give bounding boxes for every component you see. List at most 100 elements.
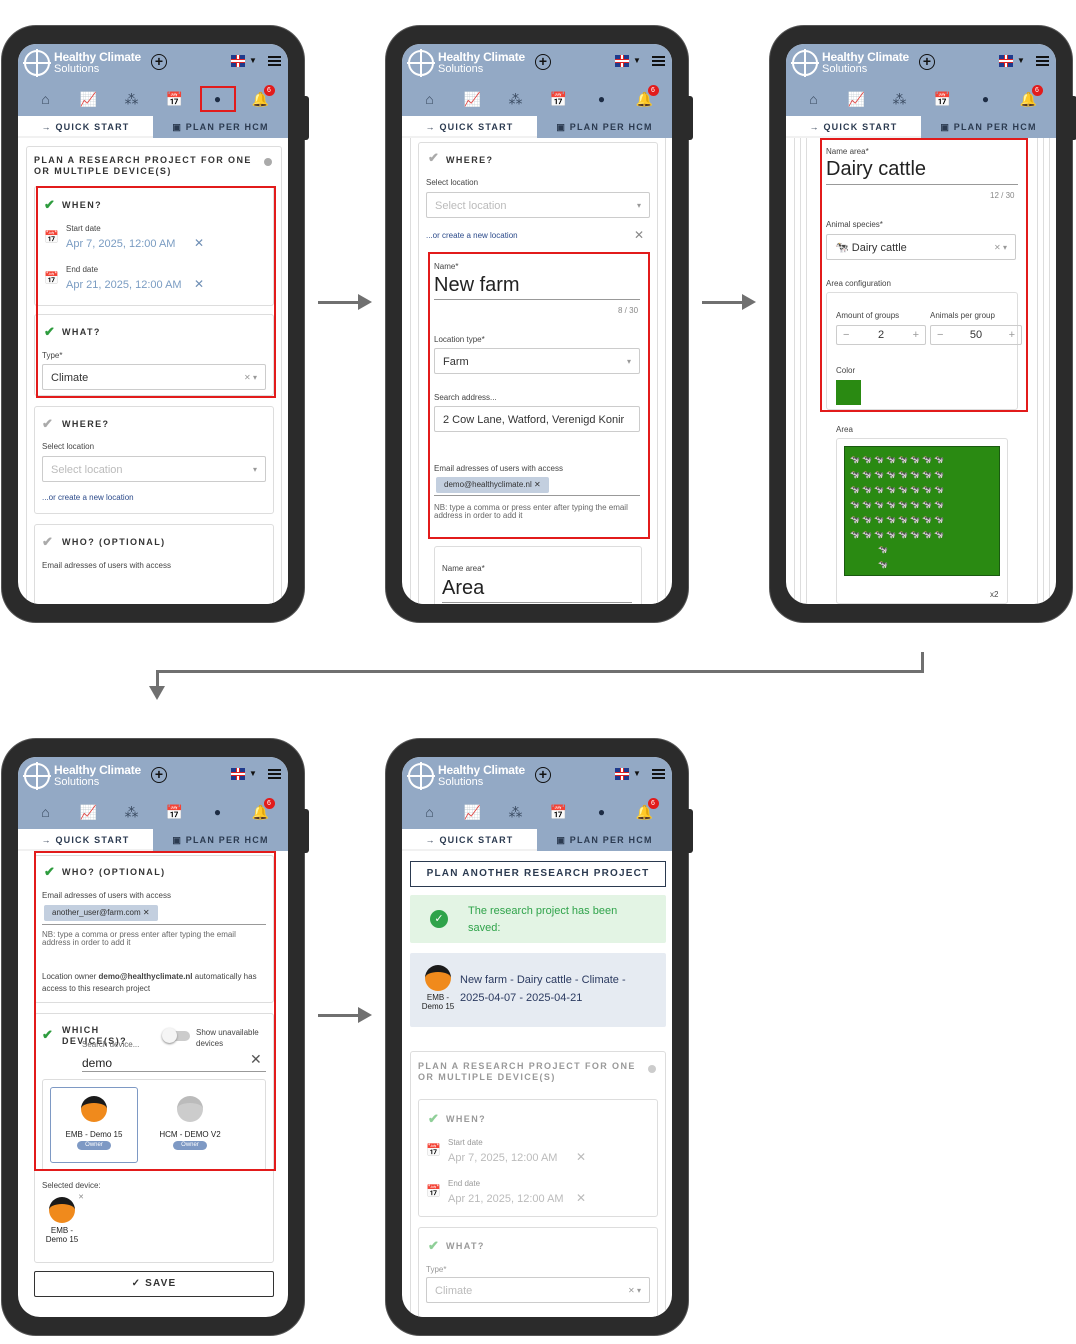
save-button[interactable]: ✓ SAVE (34, 1271, 274, 1297)
color-swatch[interactable] (836, 380, 861, 405)
create-location-link[interactable]: ...or create a new location (42, 493, 134, 502)
groups-stepper[interactable]: −2+ (836, 325, 926, 345)
calendar-icon[interactable]: 📅 (165, 90, 184, 107)
tab-quick-start[interactable]: → QUICK START (18, 829, 153, 851)
clear-icon[interactable]: ✕ (250, 1051, 262, 1067)
email-chip[interactable]: demo@healthyclimate.nl ✕ (436, 477, 549, 493)
end-date-input[interactable]: Apr 21, 2025, 12:00 AM (448, 1193, 564, 1205)
show-unavailable-toggle[interactable] (162, 1028, 190, 1043)
tab-quick-start[interactable]: → QUICK START (402, 116, 537, 138)
address-input[interactable]: 2 Cow Lane, Watford, Verenigd Konir (434, 406, 640, 432)
calendar-icon[interactable]: 📅 (549, 90, 568, 107)
chevron-down-icon[interactable]: ▼ (1017, 56, 1025, 65)
add-icon[interactable]: + (151, 54, 167, 70)
add-icon[interactable]: + (151, 767, 167, 783)
tab-plan-per-hcm[interactable]: ▣ PLAN PER HCM (921, 116, 1056, 138)
device-icon[interactable]: ● (597, 805, 606, 819)
bell-icon[interactable]: 🔔6 (249, 797, 275, 821)
chart-icon[interactable]: 📈 (463, 803, 482, 820)
bell-icon[interactable]: 🔔6 (249, 84, 275, 108)
calendar-icon[interactable]: 📅 (549, 803, 568, 820)
location-type-select[interactable]: Farm▾ (434, 348, 640, 374)
clear-icon[interactable]: ✕ (194, 277, 205, 291)
start-date-input[interactable]: Apr 7, 2025, 12:00 AM (66, 238, 176, 250)
calendar-icon[interactable]: 📅 (426, 1143, 441, 1157)
uk-flag-icon[interactable] (615, 768, 629, 780)
chevron-down-icon[interactable]: ▼ (249, 56, 257, 65)
plan-another-button[interactable]: PLAN ANOTHER RESEARCH PROJECT (410, 861, 666, 887)
menu-icon[interactable] (652, 769, 665, 779)
area-name-input[interactable]: Dairy cattle (826, 158, 927, 180)
bell-icon[interactable]: 🔔6 (633, 797, 659, 821)
bell-icon[interactable]: 🔔6 (633, 84, 659, 108)
network-icon[interactable]: ⁂ (124, 803, 139, 820)
menu-icon[interactable] (1036, 56, 1049, 66)
chart-icon[interactable]: 📈 (79, 803, 98, 820)
bell-icon[interactable]: 🔔6 (1017, 84, 1043, 108)
farm-icon[interactable]: ⌂ (41, 91, 50, 107)
start-date-input[interactable]: Apr 7, 2025, 12:00 AM (448, 1152, 558, 1164)
device-icon[interactable]: ● (213, 805, 222, 819)
clear-icon[interactable]: ✕ (194, 236, 205, 250)
uk-flag-icon[interactable] (231, 55, 245, 67)
device-tile-emb[interactable]: EMB - Demo 15 Owner (50, 1087, 138, 1163)
chart-icon[interactable]: 📈 (463, 90, 482, 107)
chevron-down-icon[interactable]: ▼ (633, 56, 641, 65)
calendar-icon[interactable]: 📅 (44, 271, 59, 285)
location-select[interactable]: Select location▾ (426, 192, 650, 218)
chevron-down-icon[interactable]: ▼ (249, 769, 257, 778)
add-icon[interactable]: + (535, 54, 551, 70)
tab-plan-per-hcm[interactable]: ▣ PLAN PER HCM (537, 829, 672, 851)
calendar-icon[interactable]: 📅 (426, 1184, 441, 1198)
tab-plan-per-hcm[interactable]: ▣ PLAN PER HCM (153, 116, 288, 138)
close-icon[interactable]: ✕ (634, 228, 645, 242)
per-group-stepper[interactable]: −50+ (930, 325, 1022, 345)
chart-icon[interactable]: 📈 (79, 90, 98, 107)
device-tile-hcm[interactable]: HCM - DEMO V2 Owner (146, 1087, 234, 1163)
device-icon[interactable]: ● (199, 86, 236, 112)
uk-flag-icon[interactable] (615, 55, 629, 67)
end-date-input[interactable]: Apr 21, 2025, 12:00 AM (66, 279, 182, 291)
tab-plan-per-hcm[interactable]: ▣ PLAN PER HCM (153, 829, 288, 851)
farm-icon[interactable]: ⌂ (425, 804, 434, 820)
calendar-icon[interactable]: 📅 (44, 230, 59, 244)
calendar-icon[interactable]: 📅 (165, 803, 184, 820)
network-icon[interactable]: ⁂ (124, 90, 139, 107)
email-chip[interactable]: another_user@farm.com ✕ (44, 905, 158, 921)
project-summary[interactable]: New farm - Dairy cattle - Climate - (460, 974, 626, 986)
device-icon[interactable]: ● (981, 92, 990, 106)
network-icon[interactable]: ⁂ (892, 90, 907, 107)
farm-icon[interactable]: ⌂ (425, 91, 434, 107)
type-select[interactable]: Climate✕ ▾ (42, 364, 266, 390)
add-icon[interactable]: + (535, 767, 551, 783)
tab-plan-per-hcm[interactable]: ▣ PLAN PER HCM (537, 116, 672, 138)
tab-quick-start[interactable]: → QUICK START (18, 116, 153, 138)
location-select[interactable]: Select location▾ (42, 456, 266, 482)
remove-icon[interactable]: ✕ (142, 908, 150, 917)
menu-icon[interactable] (652, 56, 665, 66)
device-search-input[interactable]: demo (82, 1056, 113, 1070)
tab-quick-start[interactable]: → QUICK START (786, 116, 921, 138)
menu-icon[interactable] (268, 56, 281, 66)
calendar-icon[interactable]: 📅 (933, 90, 952, 107)
uk-flag-icon[interactable] (231, 768, 245, 780)
network-icon[interactable]: ⁂ (508, 803, 523, 820)
location-name-input[interactable]: New farm (434, 274, 520, 296)
chevron-down-icon[interactable]: ▼ (633, 769, 641, 778)
device-icon[interactable]: ● (597, 92, 606, 106)
create-location-link[interactable]: ...or create a new location (426, 231, 518, 240)
network-icon[interactable]: ⁂ (508, 90, 523, 107)
clear-icon[interactable]: ✕ (576, 1191, 587, 1205)
tab-quick-start[interactable]: → QUICK START (402, 829, 537, 851)
farm-icon[interactable]: ⌂ (41, 804, 50, 820)
species-select[interactable]: 🐄 Dairy cattle✕ ▾ (826, 234, 1016, 260)
add-icon[interactable]: + (919, 54, 935, 70)
menu-icon[interactable] (268, 769, 281, 779)
remove-icon[interactable]: ✕ (533, 480, 541, 489)
chart-icon[interactable]: 📈 (847, 90, 866, 107)
uk-flag-icon[interactable] (999, 55, 1013, 67)
clear-icon[interactable]: ✕ (576, 1150, 587, 1164)
remove-icon[interactable]: ✕ (78, 1194, 84, 1201)
type-select[interactable]: Climate✕ ▾ (426, 1277, 650, 1303)
area-name-input[interactable]: Area (442, 577, 485, 599)
